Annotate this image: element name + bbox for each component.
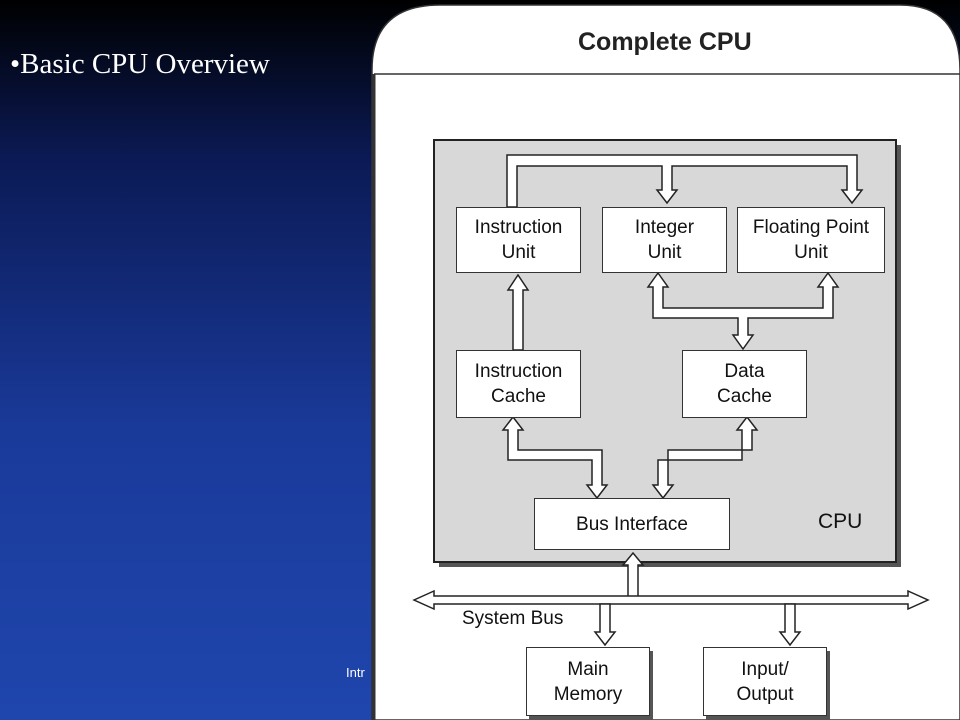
bus-interface-box: Bus Interface xyxy=(534,498,730,550)
input-output-box: Input/ Output xyxy=(703,647,827,716)
icache-to-iunit-arrow xyxy=(506,273,530,351)
dcache-to-bus-connector xyxy=(651,415,759,500)
system-bus-arrow xyxy=(412,589,930,611)
data-cache-box: Data Cache xyxy=(682,350,807,418)
exec-units-to-dcache-connector xyxy=(646,271,840,351)
slide-footer-text: Intr xyxy=(346,665,365,680)
instruction-unit-box: Instruction Unit xyxy=(456,207,581,273)
main-memory-box: Main Memory xyxy=(526,647,650,716)
bus-interface-to-system-bus xyxy=(621,551,645,601)
system-bus-label: System Bus xyxy=(462,608,564,629)
slide-bullet-text: •Basic CPU Overview xyxy=(10,48,270,80)
top-bus-connector xyxy=(506,154,864,208)
integer-unit-box: Integer Unit xyxy=(602,207,727,273)
bus-to-io-arrow xyxy=(778,603,802,647)
cpu-label: CPU xyxy=(818,510,863,533)
bus-to-main-memory-arrow xyxy=(593,603,617,647)
floating-point-unit-box: Floating Point Unit xyxy=(737,207,885,273)
diagram-title: Complete CPU xyxy=(578,28,752,56)
icache-to-bus-connector xyxy=(501,415,609,500)
instruction-cache-box: Instruction Cache xyxy=(456,350,581,418)
